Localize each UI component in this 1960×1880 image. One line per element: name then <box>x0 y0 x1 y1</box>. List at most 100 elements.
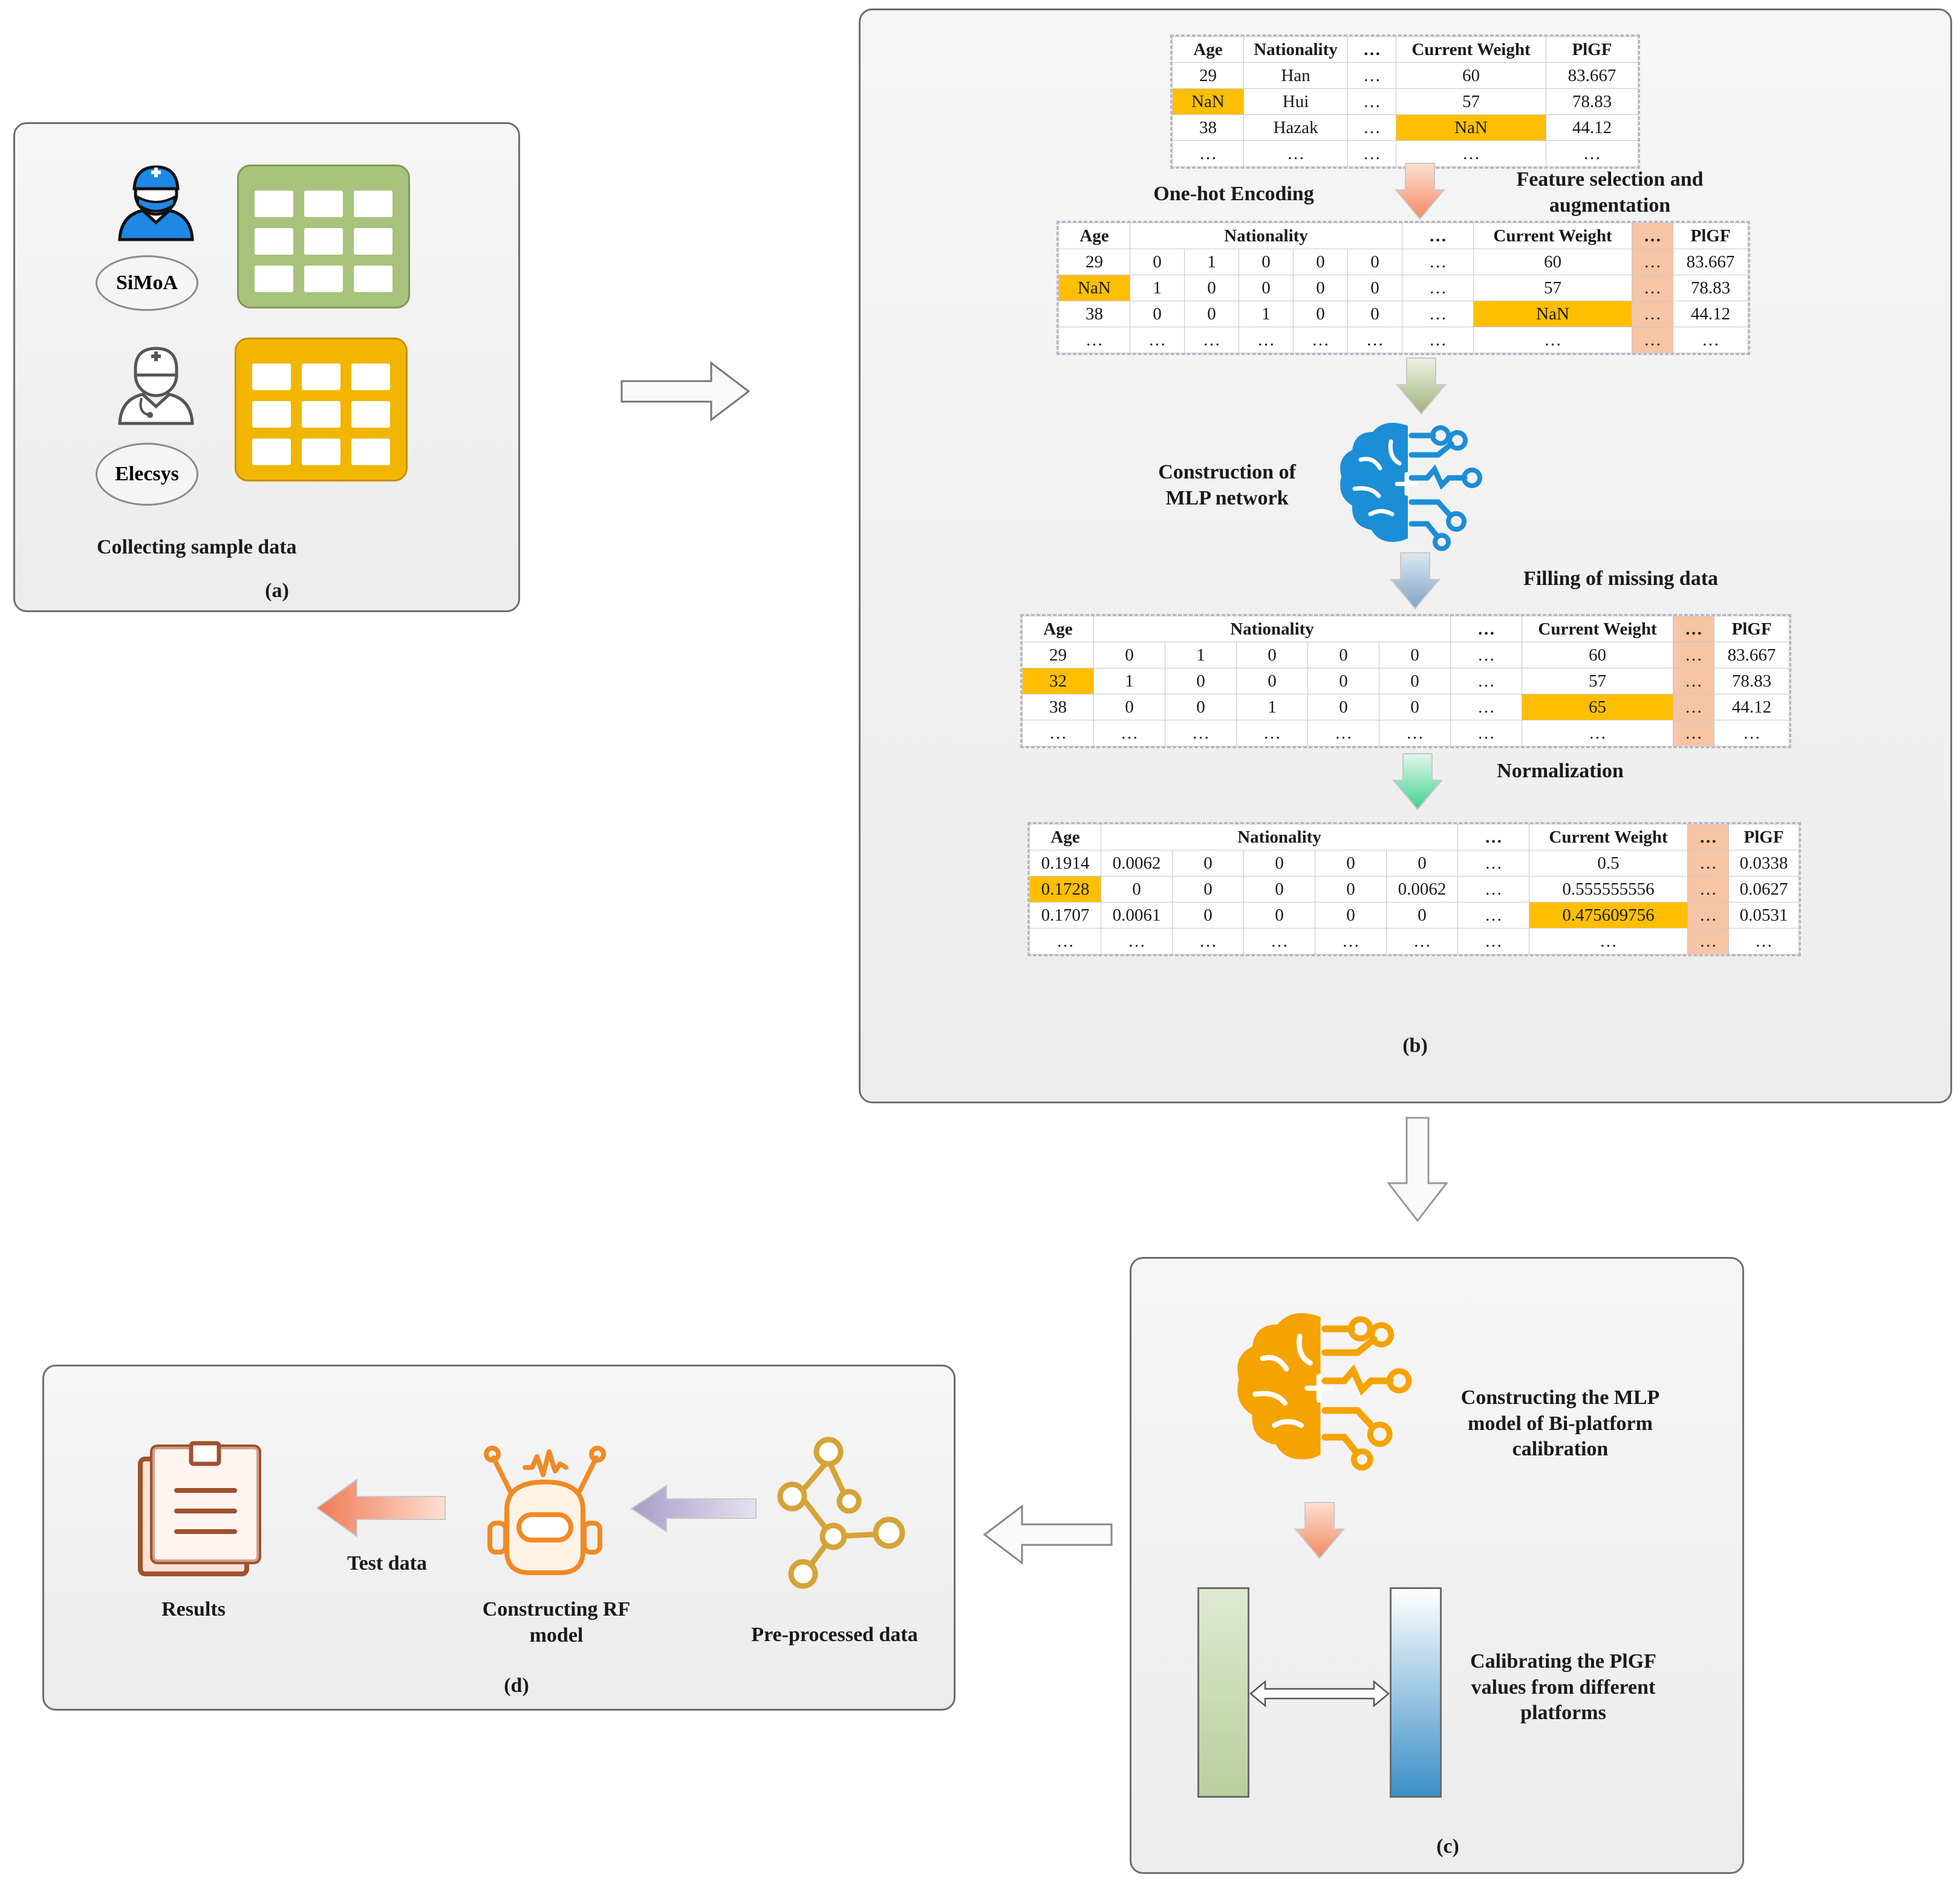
table-cell: 60 <box>1396 62 1546 89</box>
missing-value-cell: NaN <box>1396 114 1546 141</box>
doctor-gray-icon <box>118 347 194 425</box>
table-cell: … <box>1396 140 1546 167</box>
arrow-a-to-b <box>620 361 750 422</box>
col-header: PlGF <box>1728 824 1800 850</box>
table-cell: Hazak <box>1243 114 1348 141</box>
table-cell: 0.0338 <box>1728 850 1800 876</box>
table-cell: … <box>1457 850 1530 876</box>
table-cell: … <box>1457 902 1530 929</box>
arrow-test-data <box>316 1478 446 1538</box>
brain-circuit-icon <box>1340 422 1482 551</box>
table-cell: … <box>1632 301 1674 327</box>
col-header: Nationality <box>1129 223 1403 249</box>
arrow-step-4 <box>1392 753 1444 811</box>
table-cell: … <box>1022 720 1094 746</box>
col-header: Nationality <box>1243 36 1348 63</box>
table-cell: 0.1914 <box>1029 850 1101 876</box>
col-header: PlGF <box>1546 36 1638 63</box>
arrow-c-to-d <box>983 1504 1113 1565</box>
table-cell: 0 <box>1243 902 1315 929</box>
doctor-blue-icon <box>118 165 194 241</box>
table-cell: … <box>1450 642 1523 668</box>
table-cell: … <box>1450 694 1523 720</box>
table-cell: 60 <box>1522 642 1674 668</box>
panel-b-id: (b) <box>1402 1034 1428 1057</box>
col-header: … <box>1632 223 1674 249</box>
table-cell: … <box>1130 327 1185 353</box>
table-cell: 38 <box>1172 114 1244 141</box>
table-cell: Han <box>1243 62 1348 89</box>
table-cell: … <box>1457 876 1530 902</box>
table-cell: … <box>1687 876 1730 902</box>
col-header: … <box>1457 824 1530 850</box>
onehot-table: Age Nationality … Current Weight … PlGF … <box>1056 221 1751 355</box>
col-header: … <box>1402 223 1474 249</box>
table-cell: 0 <box>1315 850 1387 876</box>
table-cell: … <box>1293 327 1348 353</box>
table-cell: … <box>1315 928 1387 955</box>
table-cell: 60 <box>1473 249 1633 275</box>
table-cell: 0 <box>1184 275 1239 301</box>
table-cell: 0 <box>1307 642 1379 668</box>
col-header: PlGF <box>1714 616 1790 642</box>
table-cell: … <box>1457 928 1530 955</box>
robot-rf-icon <box>484 1446 606 1575</box>
results-label: Results <box>161 1598 226 1621</box>
table-cell: 0 <box>1236 642 1308 668</box>
table-cell: … <box>1632 249 1674 275</box>
table-cell: … <box>1243 928 1315 955</box>
step-feature-label: Feature selection and augmentation <box>1516 168 1704 217</box>
col-header: PlGF <box>1673 223 1749 249</box>
panel-a-id: (a) <box>265 579 289 602</box>
table-cell: … <box>1546 140 1638 167</box>
arrow-b-to-c <box>1386 1117 1449 1222</box>
results-document-icon <box>138 1441 261 1576</box>
table-cell: 0 <box>1293 275 1348 301</box>
table-cell: … <box>1172 140 1244 167</box>
table-cell: 0 <box>1239 249 1294 275</box>
table-cell: 83.667 <box>1673 249 1749 275</box>
table-cell: … <box>1402 249 1474 275</box>
table-cell: … <box>1347 327 1403 353</box>
table-cell: 44.12 <box>1714 694 1790 720</box>
table-cell: … <box>1385 928 1459 955</box>
table-cell: 0 <box>1243 850 1315 876</box>
table-cell: 78.83 <box>1673 275 1749 301</box>
simoa-platform-label: SiMoA <box>96 255 198 311</box>
col-header: Current Weight <box>1396 36 1546 63</box>
table-cell: … <box>1673 642 1715 668</box>
table-cell: 0 <box>1385 850 1459 876</box>
double-arrow-icon <box>1249 1680 1390 1708</box>
filled-value-cell: 32 <box>1022 668 1094 694</box>
missing-value-cell: NaN <box>1473 301 1633 327</box>
normalized-value-cell: 0.475609756 <box>1529 902 1688 929</box>
table-cell: … <box>1673 694 1715 720</box>
table-cell: … <box>1673 327 1749 353</box>
col-header: … <box>1347 36 1396 63</box>
step-mlp-label: Construction of MLP network <box>1158 461 1296 509</box>
mlp-calibration-label: Constructing the MLP model of Bi-platfor… <box>1460 1386 1660 1460</box>
preprocessed-label: Pre-processed data <box>751 1624 918 1646</box>
table-cell: Hui <box>1243 88 1348 115</box>
node-graph-icon <box>777 1437 905 1589</box>
table-cell: … <box>1632 327 1674 353</box>
table-cell: … <box>1347 62 1396 89</box>
normalized-value-cell: 0.1728 <box>1029 876 1101 902</box>
col-header: Age <box>1172 36 1244 63</box>
step-fill-label: Filling of missing data <box>1523 567 1719 590</box>
missing-value-cell: NaN <box>1058 275 1130 301</box>
table-cell: … <box>1243 140 1348 167</box>
col-header: … <box>1673 616 1715 642</box>
table-cell: 57 <box>1473 275 1633 301</box>
table-cell: 0.1707 <box>1029 902 1101 929</box>
table-cell: … <box>1673 668 1715 694</box>
table-cell: … <box>1184 327 1239 353</box>
step-one-hot-label: One-hot Encoding <box>1153 183 1314 205</box>
normalized-table: Age Nationality … Current Weight … PlGF … <box>1027 822 1802 956</box>
step-norm-label: Normalization <box>1497 760 1624 782</box>
table-cell: 78.83 <box>1714 668 1790 694</box>
table-cell: … <box>1347 88 1396 115</box>
table-cell: … <box>1402 327 1474 353</box>
table-cell: … <box>1236 720 1308 746</box>
table-cell: … <box>1450 668 1523 694</box>
